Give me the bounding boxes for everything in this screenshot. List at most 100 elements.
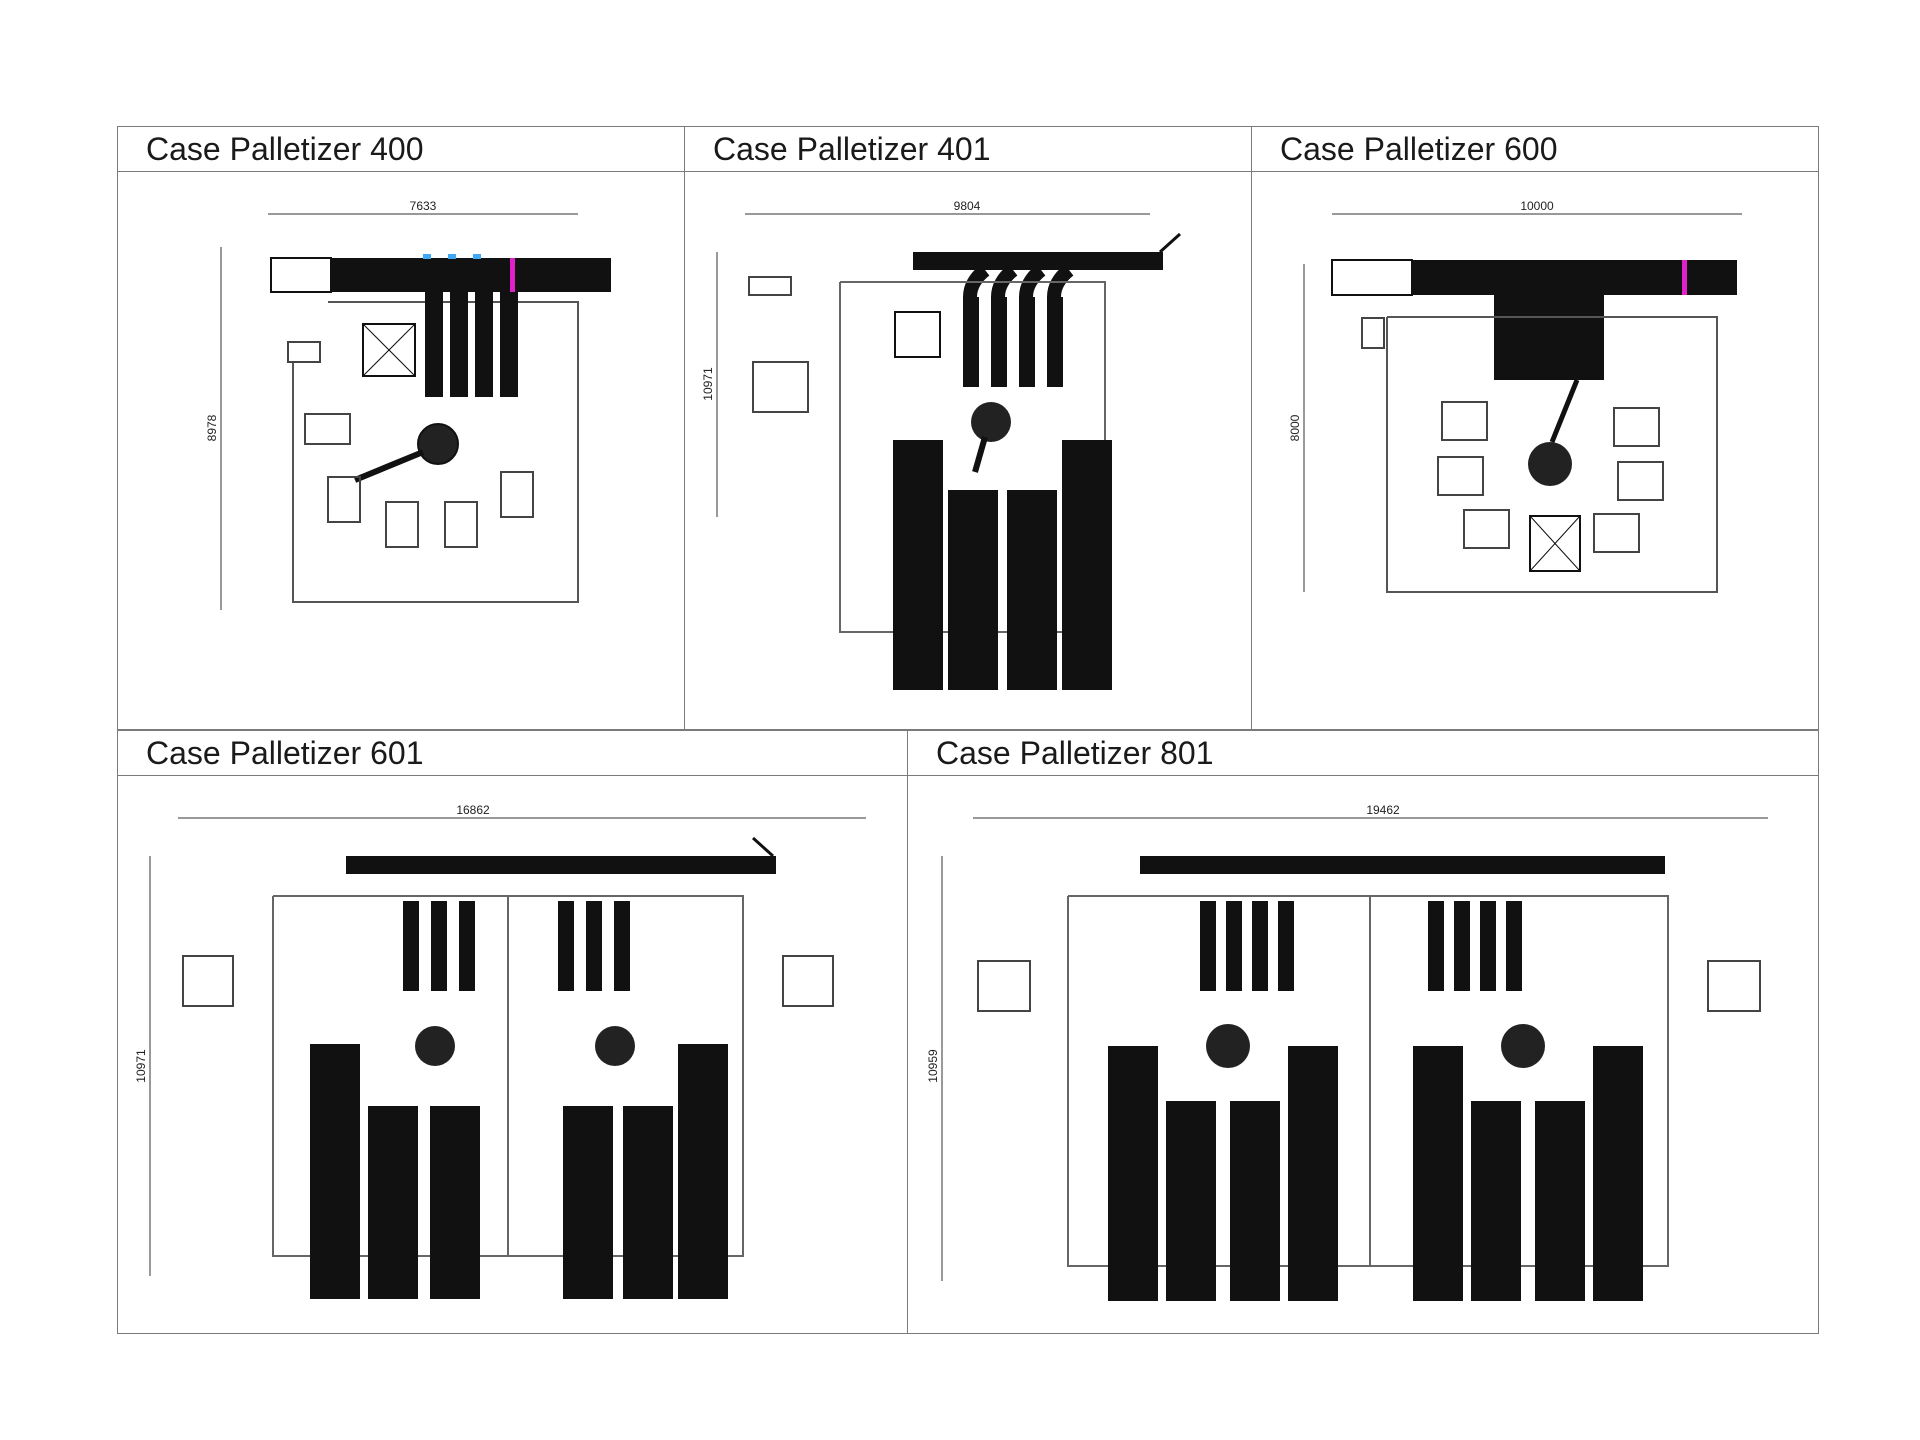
robot-arm xyxy=(353,449,425,483)
lane xyxy=(450,292,468,397)
pallet xyxy=(1441,401,1488,441)
panel-case-palletizer-601: Case Palletizer 601 16862 10971 xyxy=(117,730,908,1334)
pallet-stack xyxy=(1707,960,1761,1012)
pallet-conveyor xyxy=(623,1106,673,1299)
lane xyxy=(1428,901,1444,991)
pallet-conveyor xyxy=(1062,440,1112,690)
infeed-conveyor xyxy=(913,252,1163,270)
pallet-conveyor xyxy=(1535,1101,1585,1301)
pallet xyxy=(500,471,534,518)
pallet-dispenser xyxy=(894,311,941,358)
curve-conveyor xyxy=(963,264,990,298)
pallet xyxy=(1613,407,1660,447)
width-dimension: 19462 xyxy=(1366,803,1400,817)
lane xyxy=(991,297,1007,387)
panel-case-palletizer-801: Case Palletizer 801 19462 10959 xyxy=(907,730,1819,1334)
width-dimension: 10000 xyxy=(1520,199,1554,213)
lane xyxy=(614,901,630,991)
layout-drawing-601: 16862 10971 xyxy=(134,803,866,1299)
pallet xyxy=(385,501,419,548)
pallet-conveyor xyxy=(310,1044,360,1299)
pallet-conveyor xyxy=(893,440,943,690)
lane xyxy=(1480,901,1496,991)
lane xyxy=(558,901,574,991)
height-dimension: 8978 xyxy=(205,414,219,441)
pallet-conveyor xyxy=(1413,1046,1463,1301)
curve-conveyor xyxy=(1019,264,1046,298)
safety-fence xyxy=(292,301,579,603)
lane xyxy=(963,297,979,387)
lane xyxy=(500,292,518,397)
lane xyxy=(1047,297,1063,387)
pallet xyxy=(1593,513,1640,553)
pallet xyxy=(327,476,361,523)
pallet-stack xyxy=(752,361,809,413)
lane xyxy=(431,901,447,991)
lane xyxy=(1226,901,1242,991)
robot-arm xyxy=(1549,379,1580,443)
control-panel xyxy=(1361,317,1385,349)
curve-conveyor xyxy=(1047,264,1074,298)
width-dimension: 9804 xyxy=(954,199,981,213)
case-turner xyxy=(270,257,332,293)
pallet xyxy=(1617,461,1664,501)
layout-drawing-801: 19462 10959 xyxy=(926,803,1768,1301)
lane xyxy=(403,901,419,991)
pallet xyxy=(1463,509,1510,549)
sensor-blue xyxy=(473,254,481,259)
robot xyxy=(595,1026,635,1066)
pallet-stack xyxy=(782,955,834,1007)
pallet-stack xyxy=(977,960,1031,1012)
layout-drawing-401: 9804 10971 xyxy=(701,199,1182,690)
pallet-conveyor xyxy=(678,1044,728,1299)
pallet-conveyor xyxy=(368,1106,418,1299)
pallet-conveyor xyxy=(1166,1101,1216,1301)
pallet xyxy=(304,413,351,445)
height-dimension: 10959 xyxy=(926,1049,940,1083)
panel-title: Case Palletizer 400 xyxy=(118,127,684,172)
panel-title: Case Palletizer 600 xyxy=(1252,127,1818,172)
pallet-conveyor xyxy=(430,1106,480,1299)
panel-case-palletizer-400: Case Palletizer 400 7633 8978 xyxy=(117,126,685,730)
pallet xyxy=(1437,456,1484,496)
height-dimension: 10971 xyxy=(701,367,715,401)
magenta-marker xyxy=(1682,260,1687,295)
robot xyxy=(415,1026,455,1066)
pallet-dispenser xyxy=(362,323,416,377)
case-turner xyxy=(1331,259,1413,296)
pallet xyxy=(444,501,478,548)
safety-fence xyxy=(272,895,744,1257)
width-dimension: 16862 xyxy=(456,803,490,817)
robot xyxy=(1206,1024,1250,1068)
pallet-stack xyxy=(182,955,234,1007)
pallet-conveyor xyxy=(1230,1101,1280,1301)
pallet-dispenser xyxy=(1529,515,1581,572)
safety-fence xyxy=(1067,895,1669,1267)
sensor-blue xyxy=(423,254,431,259)
robot xyxy=(417,423,459,465)
robot xyxy=(1528,442,1572,486)
lane xyxy=(475,292,493,397)
height-dimension: 10971 xyxy=(134,1049,148,1083)
lane xyxy=(1019,297,1035,387)
layout-drawing-400: 7633 8978 xyxy=(205,199,611,610)
magenta-marker xyxy=(510,258,515,292)
width-dimension: 7633 xyxy=(410,199,437,213)
control-panel xyxy=(287,341,321,363)
panel-title: Case Palletizer 801 xyxy=(908,731,1818,776)
robot xyxy=(971,402,1011,442)
accumulation-lanes xyxy=(1494,295,1604,380)
pallet-conveyor xyxy=(1007,490,1057,690)
lane xyxy=(586,901,602,991)
pallet-conveyor xyxy=(1108,1046,1158,1301)
lane xyxy=(1252,901,1268,991)
height-dimension: 8000 xyxy=(1288,414,1302,441)
infeed-conveyor xyxy=(1140,856,1665,874)
pallet-conveyor xyxy=(948,490,998,690)
sensor-blue xyxy=(448,254,456,259)
control-panel xyxy=(748,276,792,296)
lane xyxy=(1200,901,1216,991)
layout-drawing-600: 10000 8000 xyxy=(1288,199,1742,593)
lane xyxy=(1506,901,1522,991)
panel-case-palletizer-600: Case Palletizer 600 10000 8000 xyxy=(1251,126,1819,730)
